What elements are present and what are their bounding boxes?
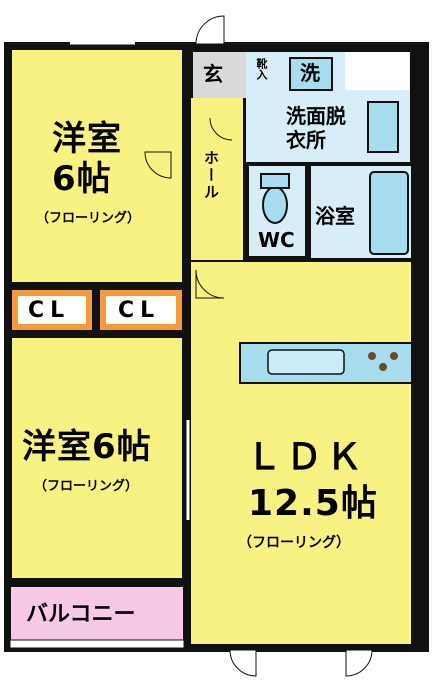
kitchen-sink — [267, 349, 345, 375]
door-swing — [144, 151, 172, 179]
western-room-2-floor — [12, 338, 182, 578]
wc-label: WC — [258, 228, 295, 252]
washbasin — [367, 101, 399, 153]
washroom-label: 洗面脱衣所 — [286, 104, 346, 152]
toilet-tank — [260, 173, 290, 189]
door-swing — [345, 649, 373, 677]
hall-floor — [191, 98, 243, 260]
stove-burner — [368, 352, 376, 360]
toilet — [262, 186, 288, 224]
door-swing — [209, 117, 233, 141]
bathtub — [369, 171, 409, 255]
ldk-size: 12.5帖 — [248, 483, 378, 524]
washer-label: 洗 — [300, 61, 320, 85]
entrance-floor — [193, 52, 249, 98]
closet-1-label: CL — [28, 298, 71, 323]
ldk-floor — [191, 262, 411, 644]
bathroom-label: 浴室 — [315, 204, 355, 228]
entrance-label: 玄 — [203, 62, 223, 86]
stove-burner — [390, 352, 398, 360]
western-room-2-floor-type: （フローリング） — [34, 479, 139, 494]
closet-1-inner — [18, 296, 86, 324]
washer-box — [289, 57, 333, 91]
closet-2-inner — [106, 296, 176, 324]
stove-burner — [379, 363, 387, 371]
door-swing — [195, 269, 225, 299]
hall-label: ホール — [202, 150, 220, 201]
western-room-1-floor-type: （フローリング） — [36, 211, 141, 226]
closet-2-label: CL — [118, 298, 161, 323]
western-room-1-size: 6帖 — [52, 159, 112, 199]
closet-space — [345, 52, 409, 90]
balcony-outer — [9, 639, 185, 649]
western-room-1-floor — [12, 50, 182, 282]
western-room-1-name: 洋室 — [52, 119, 122, 159]
balcony-label: バルコニー — [26, 602, 136, 627]
ldk-name: ＬＤＫ — [246, 437, 367, 478]
door-swing — [195, 15, 225, 45]
ldk-floor-type: （フローリング） — [238, 535, 350, 551]
balcony-floor — [9, 585, 185, 649]
western-room-2-name: 洋室6帖 — [22, 427, 152, 467]
door-swing — [229, 649, 257, 677]
shoe-box-label: 靴入 — [255, 58, 268, 80]
